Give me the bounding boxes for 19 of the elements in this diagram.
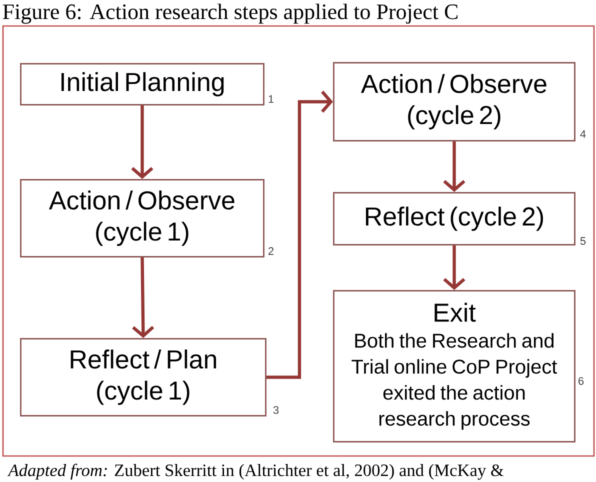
process-box: Action / Observe (cycle 1)	[20, 179, 264, 258]
step-number: 3	[273, 406, 279, 414]
arrow	[266, 90, 333, 379]
process-box: Reflect / Plan (cycle 1)	[20, 338, 266, 416]
step-number: 5	[580, 237, 586, 245]
step-number: 4	[580, 130, 586, 138]
step-number: 1	[268, 95, 274, 103]
step-number: 6	[578, 377, 584, 385]
arrow	[132, 257, 154, 338]
process-box: Reflect (cycle 2)	[333, 192, 576, 246]
arrow	[443, 245, 466, 290]
caption: Adapted from: Zubert Skerritt in (Altrichter et al, 2002) and (McKay &	[7, 464, 504, 480]
process-box: Initial Planning	[20, 63, 264, 106]
process-box: Exit Both the Research and Trial online CoP Project exited the action research process	[333, 290, 576, 442]
step-number: 2	[268, 247, 274, 255]
arrow	[443, 141, 466, 192]
process-box: Action / Observe (cycle 2)	[333, 62, 576, 142]
figure-title: Figure 6: Action research steps applied to Project C	[2, 4, 458, 24]
arrow	[131, 105, 154, 179]
